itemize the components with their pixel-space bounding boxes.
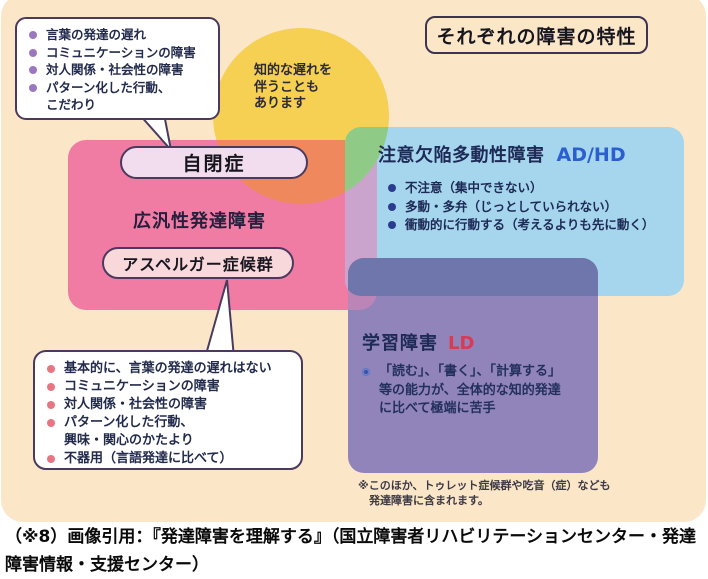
bullet-icon (47, 401, 55, 409)
list-item: コミュニケーションの障害 (45, 378, 295, 396)
diagram-title-box: それぞれの障害の特性 (425, 16, 648, 54)
list-item: パターン化した行動、 (45, 414, 295, 432)
autism-pill: 自閉症 (120, 146, 308, 179)
ld-feature-list: 「読む」、「書く」、「計算する」 等の能力が、全体的な知的発達 に比べて極端に苦… (360, 363, 561, 419)
list-item: コミュニケーションの障害 (27, 44, 212, 62)
pdd-region-label: 広汎性発達障害 (133, 211, 266, 232)
list-item: 不注意（集中できない） (386, 179, 654, 198)
list-item: パターン化した行動、 (27, 79, 212, 97)
list-item: 衝動的に行動する（考えるよりも先に動く） (386, 216, 654, 235)
bullet-icon (362, 368, 370, 376)
bullet-icon (29, 66, 37, 74)
list-item: 言葉の発達の遅れ (27, 26, 212, 44)
bullet-icon (29, 48, 37, 57)
bullet-icon (47, 419, 55, 427)
list-item-continuation: こだわり (46, 97, 97, 112)
ld-abbr: LD (448, 333, 475, 354)
bullet-icon (388, 202, 396, 211)
bullet-icon (29, 83, 37, 92)
list-item: 「読む」、「書く」、「計算する」 (360, 363, 561, 382)
asperger-pill: アスペルガー症候群 (102, 247, 294, 279)
autism-features-box: 言葉の発達の遅れ コミュニケーションの障害 対人関係・社会性の障害 パターン化し… (15, 17, 220, 120)
intellectual-delay-note: 知的な遅れを 伴うことも あります (254, 63, 333, 111)
adhd-region (345, 127, 684, 296)
image-citation-caption: （※8）画像引用：『発達障害を理解する』（国立障害者リハビリテーションセンター・… (5, 527, 697, 575)
disability-venn-diagram: それぞれの障害の特性 言葉の発達の遅れ コミュニケーションの障害 対人関係・社会… (1, 0, 706, 522)
bullet-icon (47, 455, 55, 463)
adhd-feature-list: 不注意（集中できない） 多動・多弁（じっとしていられない） 衝動的に行動する（考… (386, 179, 654, 235)
diagram-title: それぞれの障害の特性 (436, 25, 637, 48)
bullet-icon (388, 221, 396, 229)
list-item-continuation: 等の能力が、全体的な知的発達 (379, 382, 561, 398)
list-item: 対人関係・社会性の障害 (45, 396, 295, 414)
bullet-icon (47, 365, 55, 373)
bullet-icon (47, 383, 55, 391)
asperger-features-box: 基本的に、言葉の発達の遅れはない コミュニケーションの障害 対人関係・社会性の障… (33, 350, 303, 470)
list-item: 不器用（言語発達に比べて） (45, 450, 295, 468)
list-item: 基本的に、言葉の発達の遅れはない (45, 360, 295, 378)
bullet-icon (388, 184, 396, 192)
list-item: 対人関係・社会性の障害 (27, 61, 212, 79)
bullet-icon (29, 31, 37, 39)
ld-region (348, 258, 598, 473)
list-item-continuation: 興味・関心のかたより (64, 433, 194, 448)
list-item-continuation: に比べて極端に苦手 (379, 401, 496, 416)
footnote: ※このほか、トゥレット症候群や吃音（症）なども 発達障害に含まれます。 (358, 479, 611, 507)
adhd-abbr: AD/HD (556, 144, 626, 166)
list-item: 多動・多弁（じっとしていられない） (386, 198, 654, 217)
